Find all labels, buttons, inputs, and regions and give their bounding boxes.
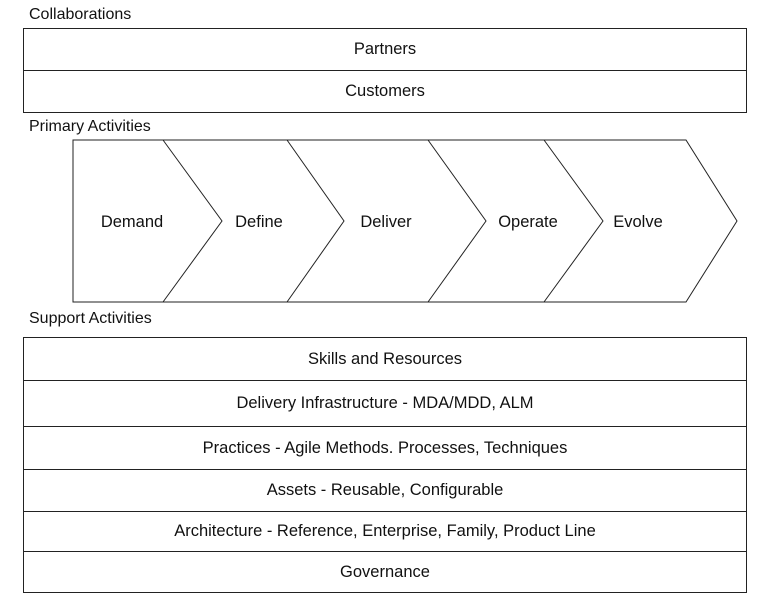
chevron-separator-4: [543, 139, 604, 303]
stage-demand: Demand: [101, 213, 163, 231]
collaborations-title: Collaborations: [29, 6, 132, 23]
support-row-assets: Assets - Reusable, Configurable: [24, 470, 746, 512]
support-row-practices: Practices - Agile Methods. Processes, Te…: [24, 427, 746, 470]
primary-activities-title: Primary Activities: [29, 118, 151, 135]
chevron-separator-3: [427, 139, 487, 303]
collaboration-row-partners: Partners: [24, 29, 746, 71]
chevron-separator-2: [286, 139, 345, 303]
stage-evolve: Evolve: [613, 213, 663, 231]
collaborations-box: Partners Customers: [23, 28, 747, 113]
collaboration-row-customers: Customers: [345, 82, 425, 100]
stage-operate: Operate: [498, 213, 558, 231]
support-activities-title: Support Activities: [29, 310, 152, 327]
support-row-governance: Governance: [340, 562, 430, 581]
support-row-delivery-infrastructure: Delivery Infrastructure - MDA/MDD, ALM: [24, 381, 746, 427]
chevron-separator-1: [162, 139, 223, 303]
support-row-skills: Skills and Resources: [24, 338, 746, 381]
stage-deliver: Deliver: [360, 213, 412, 231]
support-activities-box: Skills and Resources Delivery Infrastruc…: [23, 337, 747, 593]
support-row-architecture: Architecture - Reference, Enterprise, Fa…: [24, 512, 746, 552]
primary-activities-frame: [72, 139, 738, 303]
stage-define: Define: [235, 213, 283, 231]
